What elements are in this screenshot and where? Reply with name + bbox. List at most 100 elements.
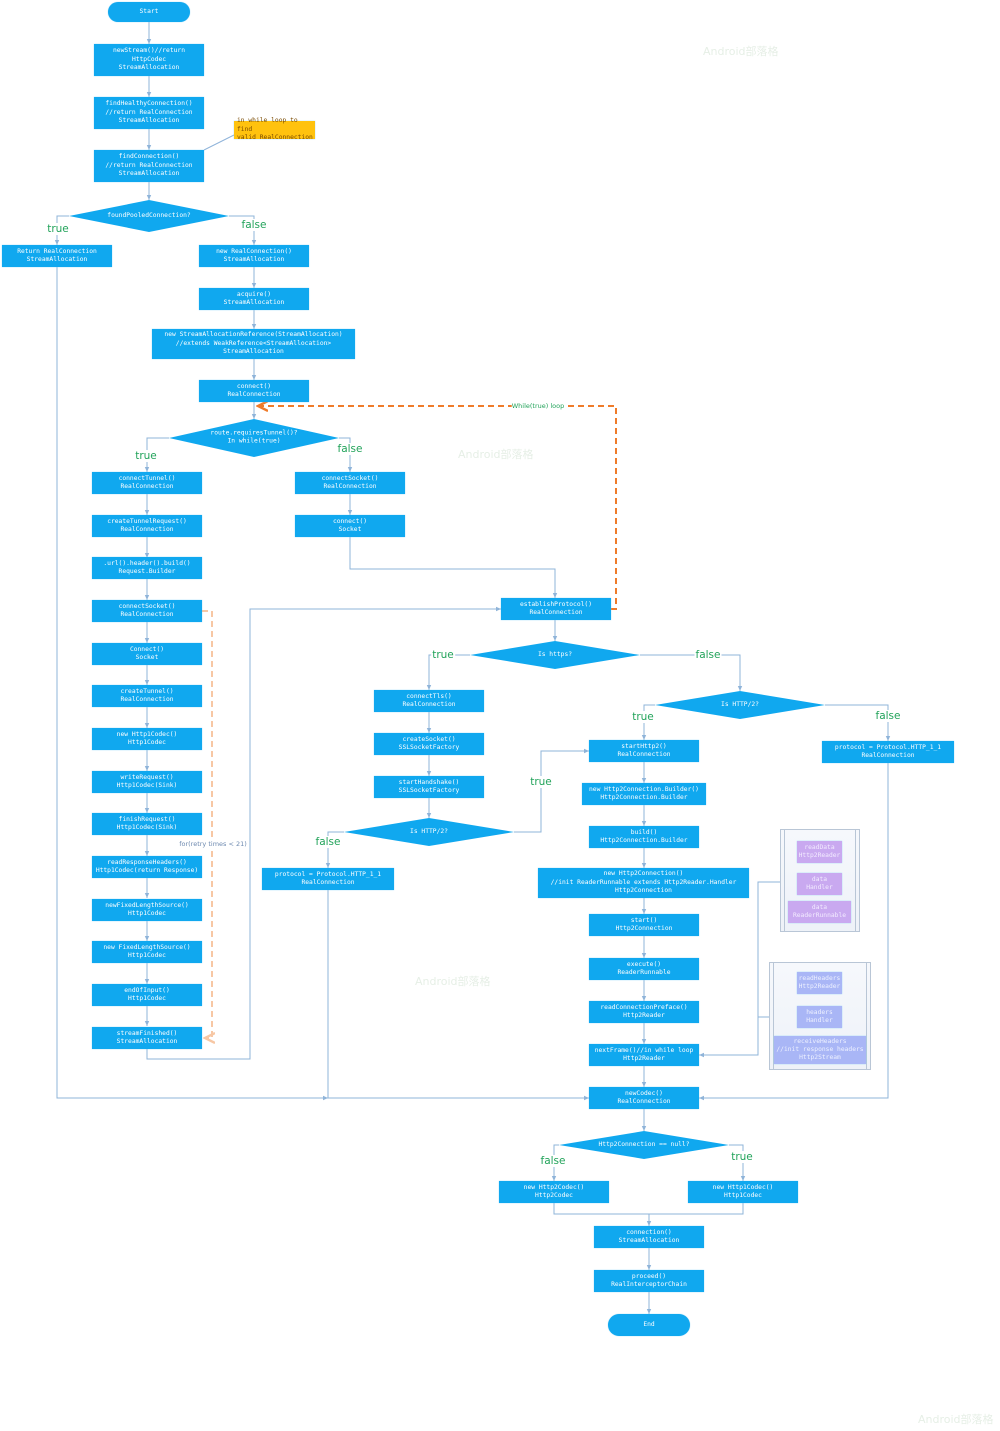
node-find-connection[interactable]: findConnection() //return RealConnection… [94,150,204,182]
connector-line [699,881,780,1058]
node-proto-l[interactable]: protocol = Protocol.HTTP_1_1 RealConnect… [262,868,394,890]
node-read-headers[interactable]: readHeaders Http2Reader [797,972,842,994]
node-finish-request[interactable]: finishRequest() Http1Codec(Sink) [92,813,202,835]
node-find-healthy[interactable]: findHealthyConnection() //return RealCon… [94,97,204,129]
node-receive-headers[interactable]: receiveHeaders //init response headers H… [774,1036,866,1064]
node-data-runnable[interactable]: data ReaderRunnable [788,901,851,923]
connector-line [699,763,889,1101]
connector-line [327,890,589,1101]
node-end-of-input[interactable]: endOfInput() Http1Codec [92,984,202,1006]
branch-label: false [240,219,268,231]
branch-label: true [631,711,655,723]
node-start[interactable]: Start [108,2,190,22]
branch-label: false [539,1155,567,1167]
node-new-stream[interactable]: newStream()//return HttpCodec StreamAllo… [94,44,204,76]
node-new-h2codec[interactable]: new Http2Codec() Http2Codec [499,1181,609,1203]
connector-line [229,215,257,245]
node-establish[interactable]: establishProtocol() RealConnection [501,598,611,620]
node-new-fixed-length-source[interactable]: newFixedLengthSource() Http1Codec [92,899,202,921]
connector-line [54,215,69,245]
node-read-data[interactable]: readData Http2Reader [797,841,842,863]
node-create-tunnel[interactable]: createTunnel() RealConnection [92,685,202,707]
node-proceed[interactable]: proceed() RealInterceptorChain [594,1270,704,1292]
watermark: Android部落格 [415,975,491,988]
decision-found-pooled[interactable] [69,200,229,232]
branch-label: false [336,443,364,455]
decision-h-2null[interactable] [559,1131,729,1159]
node-create-tunnel-request[interactable]: createTunnelRequest() RealConnection [92,515,202,537]
node-headers-handler[interactable]: headers Handler [797,1006,842,1028]
connector-line [146,606,501,1060]
branch-label: true [529,776,553,788]
node-return-real[interactable]: Return RealConnection StreamAllocation [2,245,112,267]
watermark: Android部落格 [918,1413,994,1426]
node-connect-r[interactable]: connect() Socket [295,515,405,537]
while-loop-line [258,406,617,610]
connector-line [641,704,655,740]
decision-label-found-pooled: foundPooledConnection? [107,211,191,219]
connector-line [349,537,558,598]
node-data-handler[interactable]: data Handler [797,873,842,895]
watermark: Android部落格 [458,448,534,461]
node-connect-socket-r[interactable]: connectSocket() RealConnection [295,472,405,494]
branch-label: false [314,836,342,848]
node-execute[interactable]: execute() ReaderRunnable [589,958,699,980]
branch-label: true [730,1151,754,1163]
node-connection[interactable]: connection() StreamAllocation [594,1226,704,1248]
node-connect-tls[interactable]: connectTls() RealConnection [374,690,484,712]
retry-loop-line [202,610,212,1038]
decision-label-requires-tunnel: route.requiresTunnel()? In while(true) [210,429,298,445]
node-url-build[interactable]: .url().header().build() Request.Builder [92,557,202,579]
decision-label-is-http-2r: Is HTTP/2? [721,700,759,708]
connector-line [325,831,344,868]
decision-is-http-2r[interactable] [655,691,825,719]
node-new-fixed-length-source-2[interactable]: new FixedLengthSource() Http1Codec [92,941,202,963]
decision-is-https[interactable] [470,641,640,669]
connector-line [426,654,470,690]
node-new-builder[interactable]: new Http2Connection.Builder() Http2Conne… [582,783,706,805]
connector-line [56,267,328,1101]
connector-line [825,704,891,741]
node-acquire[interactable]: acquire() StreamAllocation [199,288,309,310]
node-build[interactable]: build() Http2Connection.Builder [589,826,699,848]
decision-label-is-http-2l: Is HTTP/2? [410,827,448,835]
node-socket-connect[interactable]: Connect() Socket [92,643,202,665]
branch-label: false [874,710,902,722]
node-connect-tunnel[interactable]: connectTunnel() RealConnection [92,472,202,494]
node-start-conn[interactable]: start() Http2Connection [589,914,699,936]
decision-label-is-https: Is https? [537,650,573,658]
node-start-handshake[interactable]: startHandshake() SSLSocketFactory [374,776,484,798]
node-read-preface[interactable]: readConnectionPreface() Http2Reader [589,1001,699,1023]
node-end[interactable]: End [608,1314,690,1336]
node-create-socket[interactable]: createSocket() SSLSocketFactory [374,733,484,755]
node-stream-finished[interactable]: streamFinished() StreamAllocation [92,1027,202,1049]
connector-line [551,1144,559,1181]
connector-line [339,437,353,472]
node-write-request[interactable]: writeRequest() Http1Codec(Sink) [92,771,202,793]
node-new-h2conn[interactable]: new Http2Connection() //init ReaderRunna… [538,868,749,898]
decision-is-http-2l[interactable] [344,818,514,846]
note-note[interactable]: in while loop to find valid RealConnecti… [234,117,315,141]
node-next-frame[interactable]: nextFrame()//in while loop Http2Reader [589,1044,699,1066]
node-new-h1codec[interactable]: new Http1Codec() Http1Codec [688,1181,798,1203]
node-read-response-headers[interactable]: readResponseHeaders() Http1Codec(return … [92,856,202,878]
node-connect-socket-l[interactable]: connectSocket() RealConnection [92,600,202,622]
connector-line [553,1203,744,1215]
decision-label-h-2null: Http2Connection == null? [598,1140,690,1148]
retry-loop-label: for(retry times < 21) [179,840,247,848]
connector-line [640,654,743,691]
node-new-codec[interactable]: newCodec() RealConnection [589,1087,699,1109]
connector-line [203,134,235,151]
branch-label: false [694,649,722,661]
node-new-sar[interactable]: new StreamAllocationReference(StreamAllo… [152,329,355,359]
node-proto-r[interactable]: protocol = Protocol.HTTP_1_1 RealConnect… [822,741,954,763]
branch-label: true [46,223,70,235]
watermark: Android部落格 [703,45,779,58]
node-new-http-1codec-l[interactable]: new Http1Codec() Http1Codec [92,728,202,750]
node-connect[interactable]: connect() RealConnection [199,380,309,402]
node-start-http-2[interactable]: startHttp2() RealConnection [589,740,699,762]
decision-requires-tunnel[interactable] [169,419,339,457]
node-new-real[interactable]: new RealConnection() StreamAllocation [199,245,309,267]
